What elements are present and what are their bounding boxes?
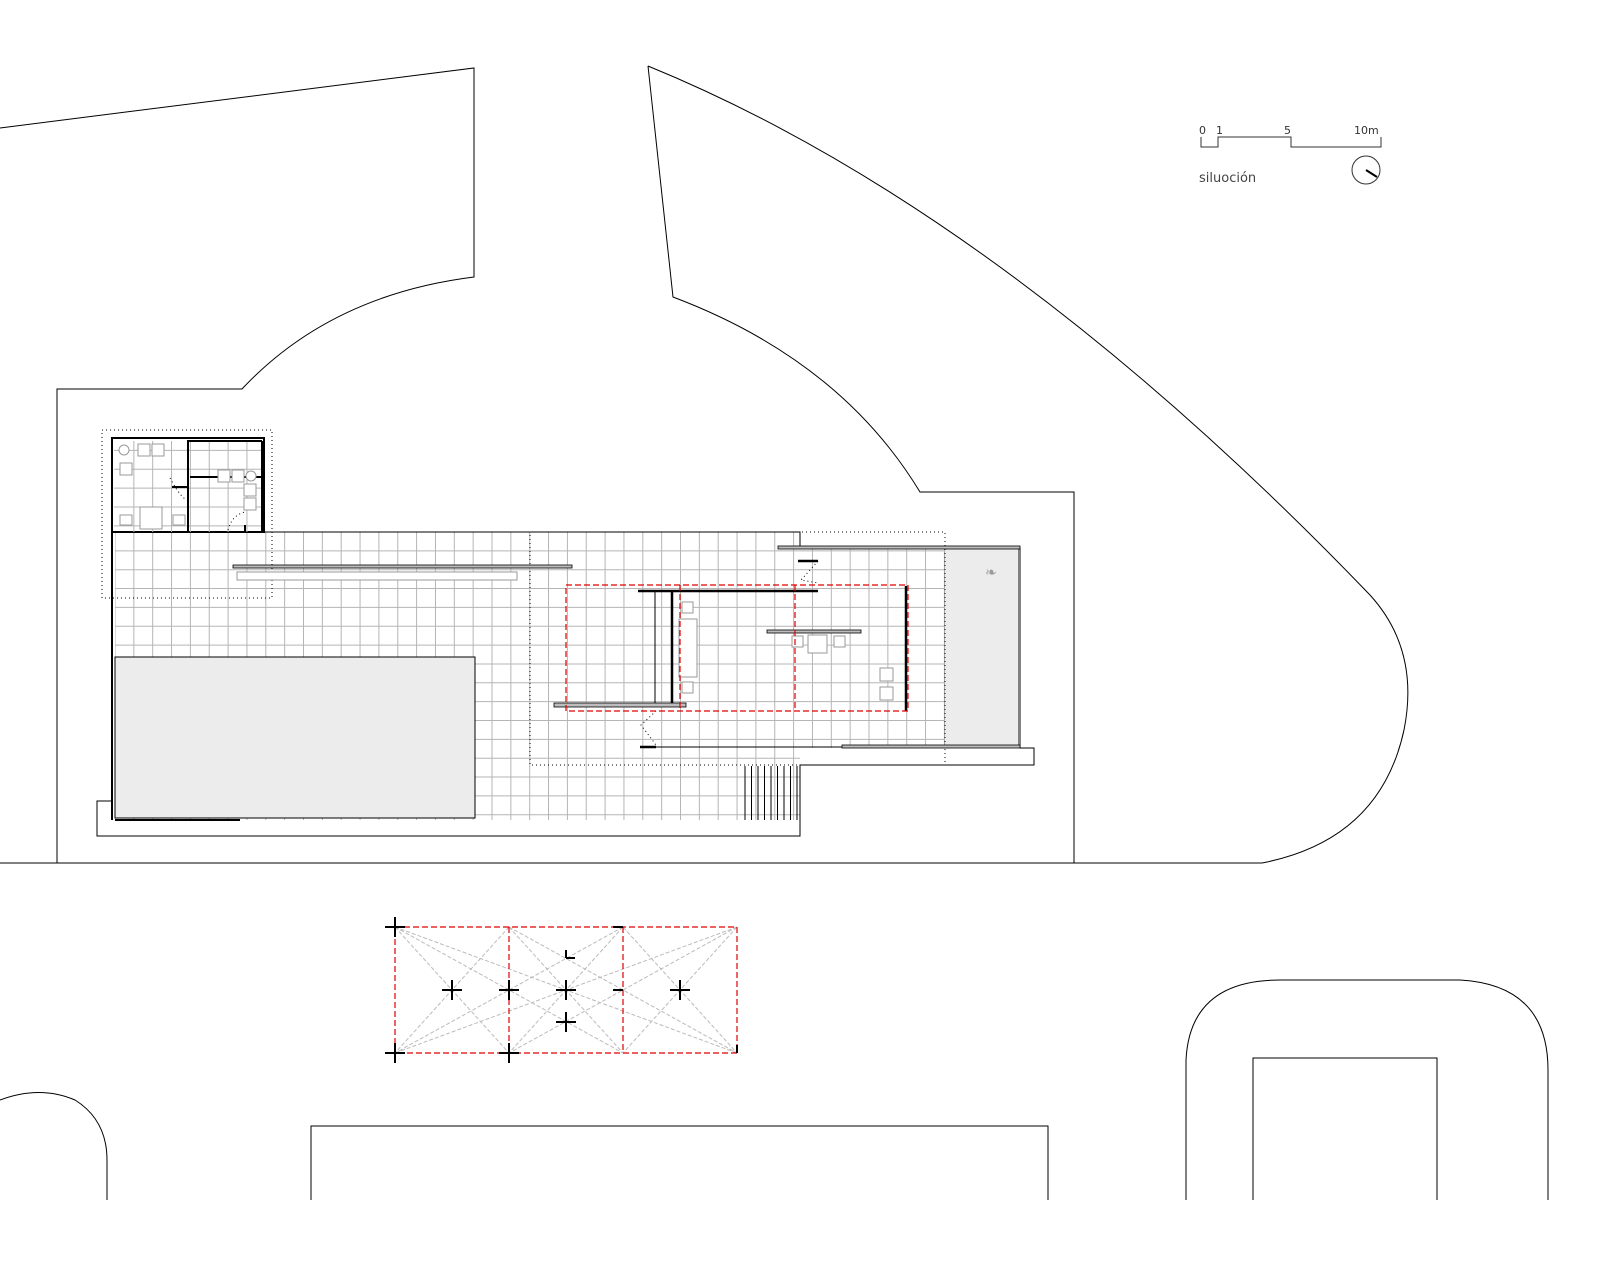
service-roof-outline — [101, 429, 273, 599]
scale-bar: 0 1 5 10m — [1199, 124, 1382, 148]
service-walls — [172, 440, 263, 532]
door-swings — [169, 477, 819, 746]
scale-tick-1: 1 — [1216, 124, 1223, 137]
scale-tick-10: 10m — [1354, 124, 1379, 137]
building-bottom-left — [0, 1092, 108, 1200]
structure-diagram — [385, 917, 738, 1063]
street-outline-curve — [0, 65, 1409, 864]
structural-grid — [565, 584, 909, 712]
diagonal-line — [508, 926, 738, 1054]
building-bottom-right — [1185, 979, 1549, 1200]
street-outline-left — [0, 67, 475, 863]
diagonal-line — [394, 926, 624, 1054]
bench — [236, 571, 518, 581]
steps — [744, 766, 798, 820]
diagonal-line — [508, 926, 738, 1054]
street-outline-right — [647, 65, 1075, 863]
building-bottom-right-inner — [1252, 1057, 1438, 1200]
sculpture-icon: ❧ — [985, 565, 997, 581]
podium-outline — [96, 531, 1035, 837]
travertine-wall — [232, 564, 573, 569]
building-bottom — [310, 1125, 1049, 1200]
pavilion-walls — [638, 559, 908, 749]
diagonal-line — [394, 926, 624, 1054]
scale-tick-5: 5 — [1284, 124, 1291, 137]
scale-tick-0: 0 — [1199, 124, 1206, 137]
plan-caption: siluoción — [1199, 171, 1256, 186]
north-arrow-icon — [1351, 155, 1381, 185]
service-furniture — [118, 443, 257, 530]
pavilion-furniture — [678, 601, 894, 701]
